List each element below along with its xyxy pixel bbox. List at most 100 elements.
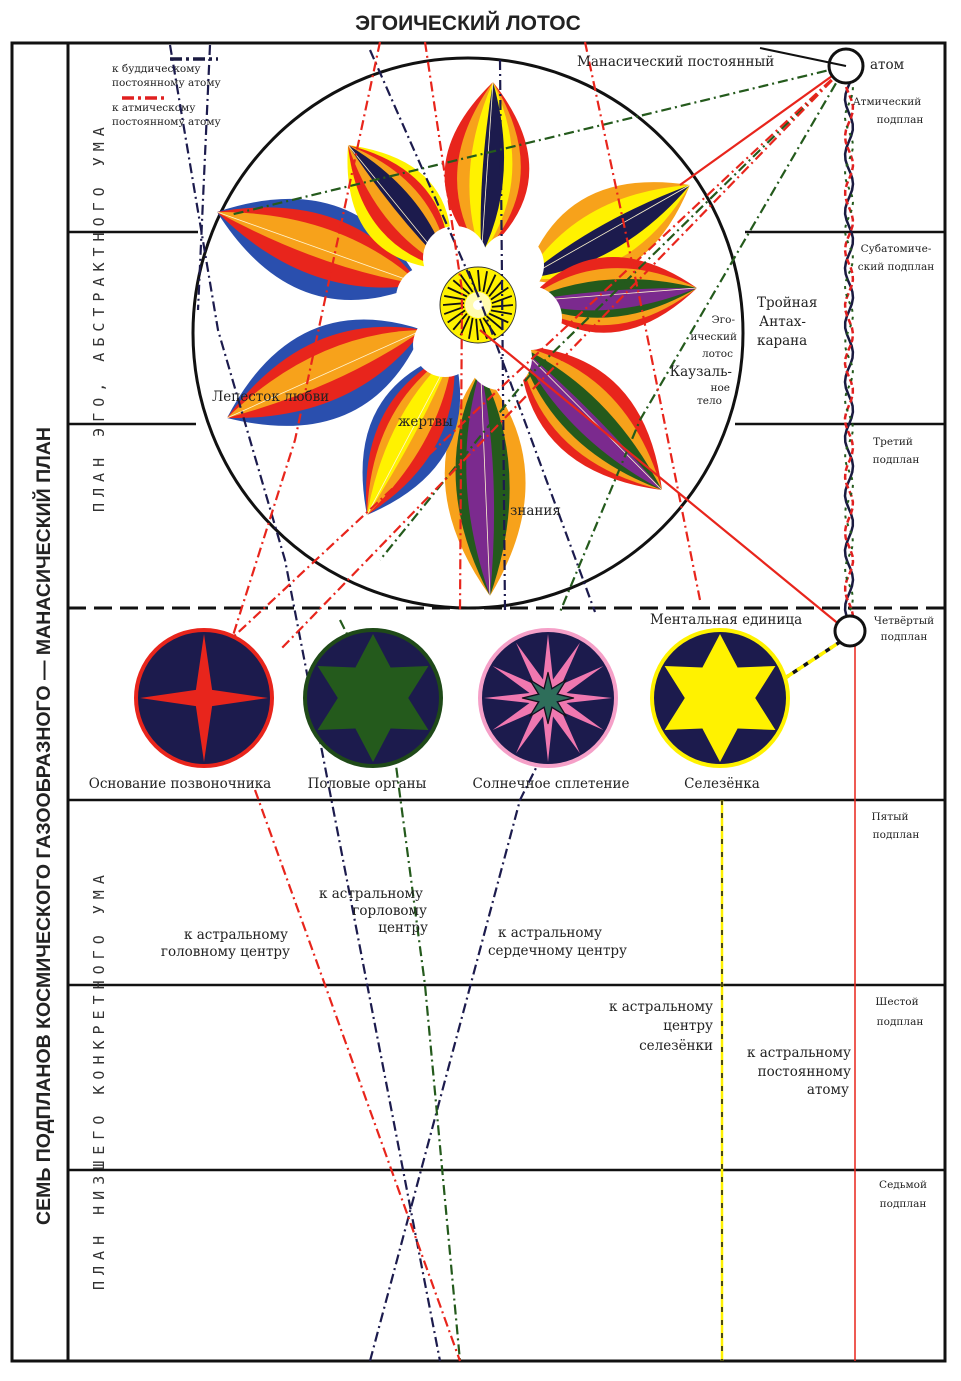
petal-band	[466, 369, 495, 596]
legend: к буддическому постоянному атому к атмич…	[112, 57, 222, 128]
connection-line	[168, 44, 442, 1362]
legend-text-buddhic-2: постоянному атому	[112, 77, 222, 89]
jewel-ray	[482, 271, 488, 293]
connection-line	[558, 65, 847, 613]
connection-line	[368, 49, 597, 613]
connection-line	[479, 329, 847, 631]
jewel-ray	[468, 270, 478, 292]
jewel-ray	[491, 295, 513, 305]
label-triple-antahkarana-2: Антах-	[759, 314, 806, 330]
causal-body-circle	[191, 56, 745, 610]
label-causal-body-2: ное	[710, 382, 730, 394]
subplane-5b: подплан	[873, 829, 920, 841]
subplane-7b: подплан	[880, 1198, 927, 1210]
center-label-base: Основание позвоночника	[89, 776, 271, 792]
center-star	[664, 634, 776, 762]
petal-vein	[480, 369, 491, 597]
petal-vein	[480, 81, 494, 256]
center-1	[134, 628, 274, 768]
petal	[444, 81, 530, 256]
jewel-ray	[477, 269, 481, 292]
label-petal-love: Лепесток любви	[212, 389, 329, 405]
label-mental-unit: Ментальная единица	[650, 612, 802, 628]
jewel-ray	[459, 274, 474, 293]
jewel-ray	[468, 317, 474, 339]
subplane-4: Четвёртый	[874, 615, 934, 627]
jewel-ray	[452, 312, 468, 331]
petal	[226, 319, 423, 426]
label-petal-knowledge: знания	[510, 503, 561, 519]
jewel-ray	[490, 309, 512, 315]
diagram-title: ЭГОИЧЕСКИЙ ЛОТОС	[355, 11, 581, 35]
subplane-labels: Атмический подплан Субатомиче- ский подп…	[853, 96, 935, 1210]
connection-line	[379, 65, 847, 561]
label-egoic-lotus-2: ический	[690, 331, 737, 343]
mental-unit	[833, 614, 867, 648]
subplane-4b: подплан	[881, 631, 928, 643]
subplane-2: Субатомиче-	[861, 243, 932, 255]
target-atom-2: постоянному	[758, 1064, 851, 1080]
antahkarana-cord	[843, 80, 855, 617]
petal-vein	[366, 351, 454, 516]
jewel-ray	[444, 295, 466, 301]
petal	[362, 351, 461, 516]
jewel-ray	[488, 312, 509, 324]
petal-vein	[226, 329, 423, 419]
target-head-2: головному центру	[161, 944, 290, 960]
subplane-1b: подплан	[877, 114, 924, 126]
label-triple-antahkarana-1: Тройная	[757, 295, 817, 311]
connection-line	[279, 65, 847, 651]
petal-band	[480, 82, 505, 256]
connection-line	[781, 636, 847, 682]
connection-line	[423, 41, 464, 611]
label-causal-body-1: Каузаль-	[670, 364, 732, 380]
target-throat-2: горловому	[352, 903, 427, 919]
label-manasic-atom-2: атом	[870, 57, 905, 73]
subplane-7: Седьмой	[879, 1179, 927, 1191]
label-causal-body-3: тело	[697, 395, 722, 407]
jewel-ray	[459, 315, 471, 336]
target-throat-1: к астральному	[319, 886, 423, 902]
label-manasic-atom: Манасический постоянный	[577, 54, 774, 70]
petal-vein	[518, 345, 663, 491]
subplane-2b: ский подплан	[858, 261, 935, 273]
connection-line	[229, 64, 847, 217]
jewel-ray	[447, 286, 468, 298]
manasic-permanent-atom	[759, 47, 865, 85]
connection-line	[196, 44, 212, 311]
petal-vein	[524, 184, 691, 279]
label-egoic-lotus-3: лотос	[702, 348, 733, 360]
target-heart-1: к астральному	[498, 925, 602, 941]
connection-line	[583, 41, 702, 601]
connection-line	[679, 65, 847, 186]
connection-line	[498, 59, 507, 613]
center-label-solar: Солнечное сплетение	[473, 776, 630, 792]
target-spleen-2: центру	[663, 1018, 713, 1034]
target-atom-3: атому	[807, 1082, 849, 1098]
jewel-ray	[488, 279, 504, 298]
connection-line	[229, 65, 847, 641]
subplane-3b: подплан	[873, 454, 920, 466]
jewel-ray	[442, 302, 465, 306]
center-label-sacral: Половые органы	[308, 776, 427, 792]
center-inner-star	[526, 676, 570, 720]
subplane-6: Шестой	[875, 996, 918, 1008]
label-egoic-lotus-1: Эго-	[712, 314, 736, 326]
petal-vein	[216, 211, 421, 285]
label-petal-sacrifice: жертвы	[398, 414, 453, 430]
target-spleen-1: к астральному	[609, 999, 713, 1015]
side-title: СЕМЬ ПОДПЛАНОВ КОСМИЧЕСКОГО ГАЗООБРАЗНОГ…	[31, 427, 55, 1225]
center-star	[140, 634, 268, 762]
subplane-1: Атмический	[853, 96, 922, 108]
petal	[524, 182, 691, 284]
legend-text-atmic-1: к атмическому	[112, 102, 196, 114]
subplane-5: Пятый	[872, 811, 909, 823]
target-spleen-3: селезёнки	[639, 1038, 713, 1054]
label-triple-antahkarana-3: карана	[757, 333, 807, 349]
astral-target-labels: к астральному головному центру к астраль…	[161, 886, 851, 1098]
target-heart-2: сердечному центру	[488, 943, 627, 959]
plane-label-concrete: ПЛАН НИЗШЕГО КОНКРЕТНОГО УМА	[90, 869, 108, 1290]
connection-line	[368, 719, 561, 1362]
center-4	[650, 628, 790, 768]
subplane-3: Третий	[873, 436, 913, 448]
